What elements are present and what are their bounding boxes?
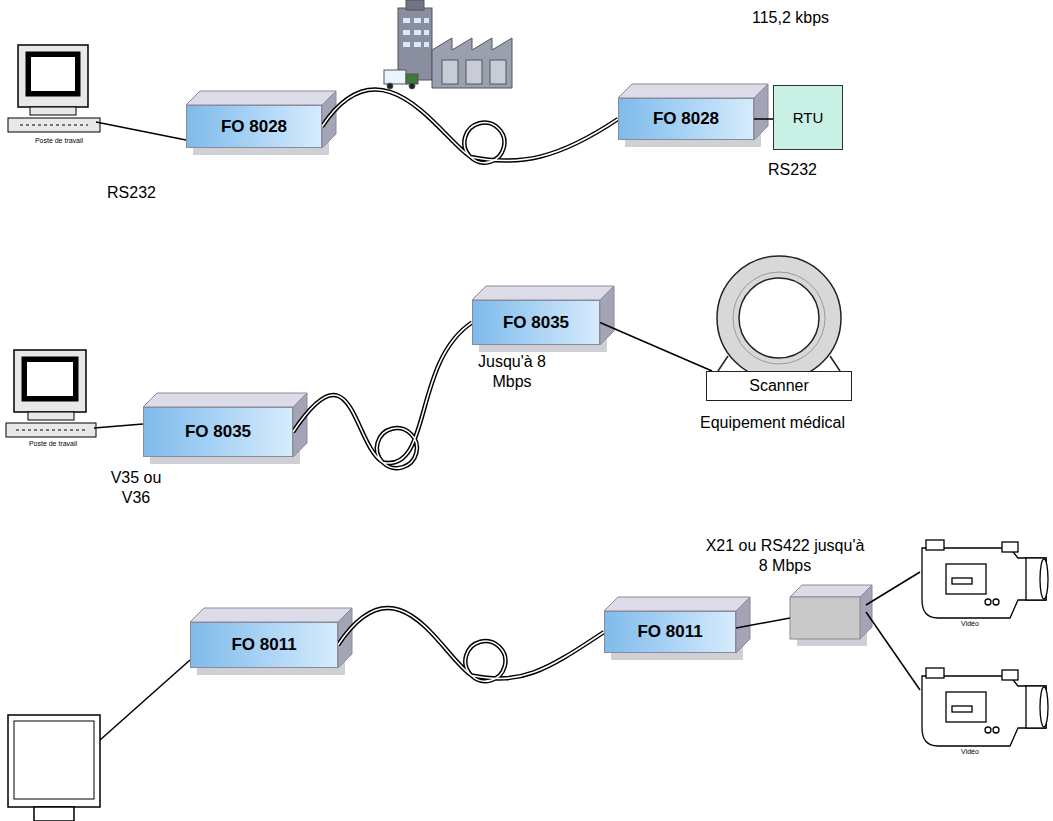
box-top-face xyxy=(618,84,768,98)
fiber-modem-box: FO 8035 xyxy=(143,407,293,457)
fiber-inner xyxy=(338,608,604,681)
fiber-modem-box: FO 8011 xyxy=(190,622,338,668)
box-label: FO 8035 xyxy=(503,313,569,333)
icon-caption: Vidéo xyxy=(950,620,990,629)
box-label: FO 8011 xyxy=(637,622,702,642)
serial-cable xyxy=(754,118,773,120)
box-top-face xyxy=(143,393,307,407)
fiber-modem-box: FO 8028 xyxy=(186,105,322,148)
box-side-face xyxy=(736,597,750,653)
rtu-box: RTU xyxy=(773,85,843,150)
fiber-inner xyxy=(322,90,618,163)
box-side-face xyxy=(600,286,614,345)
fiber-cable xyxy=(293,323,472,469)
box-label: Scanner xyxy=(749,377,809,395)
workstation-icon xyxy=(6,350,96,437)
signal-label: 115,2 kbps xyxy=(752,8,862,28)
camera-icon xyxy=(922,540,1048,618)
box-label: FO 8035 xyxy=(185,422,251,442)
fiber-cable xyxy=(322,90,618,163)
cable xyxy=(866,572,920,605)
fiber-modem-box: FO 8035 xyxy=(472,300,600,345)
icon-caption: Poste de travail xyxy=(18,440,88,449)
fiber-modem-box: FO 8011 xyxy=(604,611,736,653)
factory-icon xyxy=(384,0,512,89)
cable xyxy=(96,122,186,140)
signal-label: RS232 xyxy=(107,183,177,203)
monitor-icon xyxy=(8,715,100,821)
signal-label: Equipement médical xyxy=(700,413,870,433)
box-label: FO 8028 xyxy=(221,117,287,137)
box-3d-faces xyxy=(143,84,872,675)
cable xyxy=(866,612,920,690)
fiber-inner xyxy=(293,323,472,469)
fiber-cable xyxy=(338,608,604,681)
signal-label: V35 ou V36 xyxy=(104,468,168,508)
box-top-face xyxy=(604,597,750,611)
box-label: RTU xyxy=(793,109,824,126)
converter-box xyxy=(790,597,860,639)
cable xyxy=(94,424,143,428)
box-top-face xyxy=(790,585,872,597)
signal-label: Jusqu'à 8 Mbps xyxy=(462,352,562,392)
workstation-icon xyxy=(8,45,100,132)
signal-label: X21 ou RS422 jusqu'à 8 Mbps xyxy=(700,536,870,576)
cable xyxy=(736,618,790,628)
fiber-modem-box: FO 8028 xyxy=(618,98,754,140)
scanner-base: Scanner xyxy=(706,371,852,401)
scanner-icon xyxy=(717,256,841,380)
box-label: FO 8011 xyxy=(231,635,296,655)
cable xyxy=(100,660,190,740)
serial-cable xyxy=(600,323,712,372)
box-top-face xyxy=(186,91,336,105)
box-side-face xyxy=(754,84,768,140)
box-label: FO 8028 xyxy=(653,109,719,129)
icon-caption: Poste de travail xyxy=(24,137,94,146)
box-top-face xyxy=(190,608,352,622)
camera-icon xyxy=(922,668,1048,746)
box-top-face xyxy=(472,286,614,300)
icon-caption: Vidéo xyxy=(950,748,990,757)
signal-label: RS232 xyxy=(768,160,838,180)
